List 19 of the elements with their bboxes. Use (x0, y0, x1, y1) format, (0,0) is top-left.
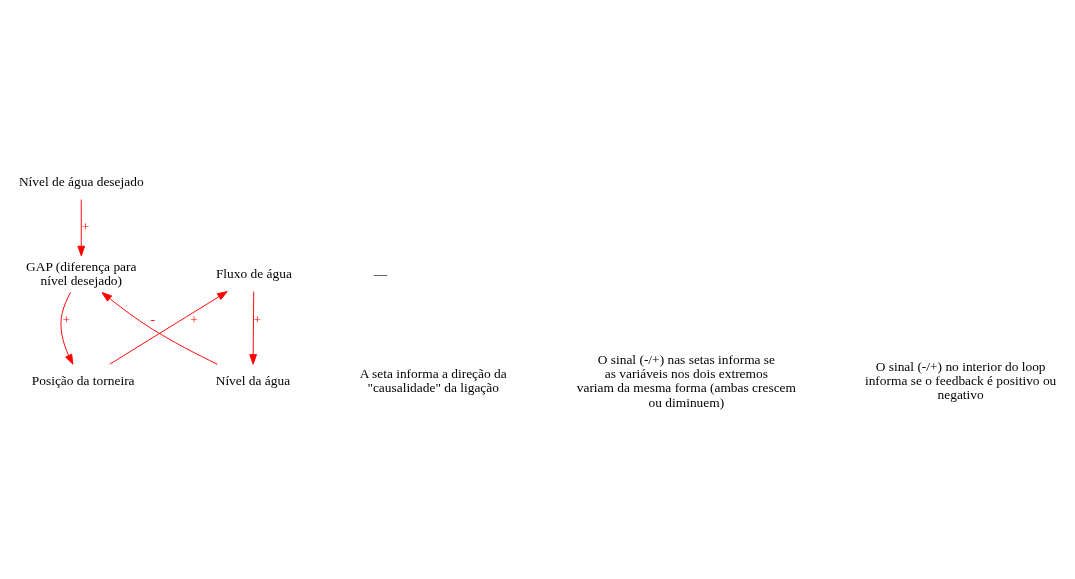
node-text: Nível da água (215, 373, 291, 389)
node-text: Nível de água desejado (18, 173, 144, 189)
node-text: GAP (diferença para nível desejado) (26, 258, 137, 288)
arrow (60, 291, 74, 365)
edge-label: + (81, 219, 90, 235)
edge-label: + (253, 312, 262, 328)
edge-label: + (190, 312, 198, 328)
arrow (101, 292, 218, 365)
arrow (77, 199, 86, 257)
label: — (373, 265, 388, 281)
arrow (249, 291, 257, 365)
edge-label: + (62, 312, 71, 328)
label: O sinal (-/+) nas setas informa se as variáveis nos dois extremos variam da mesma forma (ambas crescem ou diminuem) (576, 351, 796, 410)
label: A seta informa a direção da "causalidade" da ligação (359, 365, 507, 396)
node-text: Posição da torneira (31, 373, 135, 389)
arrow (109, 291, 228, 365)
node-text: Fluxo de água (215, 265, 292, 281)
edge-label: - (150, 312, 155, 328)
label: O sinal (-/+) no interior do loop informa se o feedback é positivo ou negativo (864, 358, 1057, 403)
